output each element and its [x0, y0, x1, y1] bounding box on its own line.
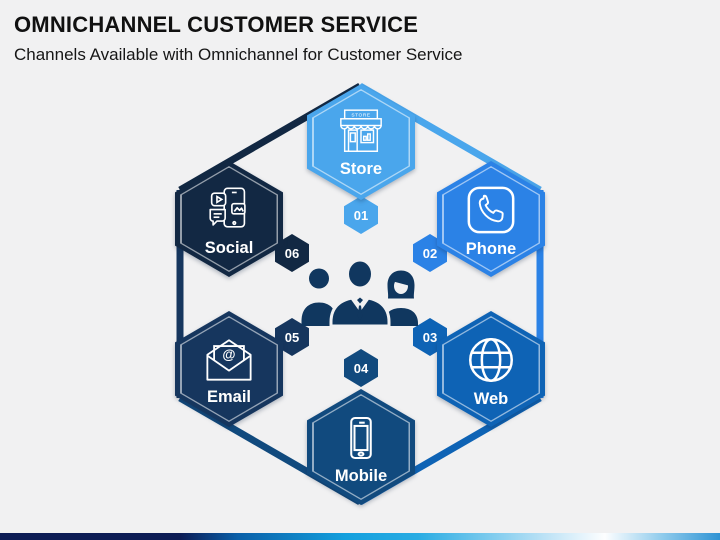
- svg-text:@: @: [222, 347, 235, 362]
- channel-label-phone: Phone: [465, 240, 517, 258]
- channel-label-web: Web: [473, 390, 509, 408]
- storefront-icon: STORE: [340, 109, 382, 152]
- customers-people-icon: [301, 258, 418, 326]
- slide-header: OMNICHANNEL CUSTOMER SERVICE Channels Av…: [14, 12, 463, 65]
- channel-label-email: Email: [206, 388, 252, 406]
- step-number: 06: [284, 245, 300, 261]
- channel-hex-store: STORE Store: [307, 84, 415, 200]
- channel-hex-mobile: Mobile: [307, 389, 415, 505]
- globe-icon: [469, 338, 513, 382]
- channel-label-social: Social: [204, 239, 254, 257]
- slide-subtitle: Channels Available with Omnichannel for …: [14, 45, 463, 64]
- open-envelope-icon: @: [206, 339, 252, 381]
- footer-accent-bar: [0, 533, 720, 540]
- smartphone-icon: [350, 417, 372, 459]
- svg-text:STORE: STORE: [351, 113, 370, 119]
- social-chat-icon: [209, 187, 246, 228]
- channel-hex-social: Social: [175, 161, 283, 277]
- channel-hex-phone: Phone: [437, 161, 545, 277]
- slide-title: OMNICHANNEL CUSTOMER SERVICE: [14, 12, 419, 37]
- channel-hex-web: Web: [437, 311, 545, 427]
- step-number: 01: [353, 207, 369, 223]
- phone-handset-icon: [467, 186, 515, 234]
- step-number: 04: [353, 360, 369, 376]
- step-number: 03: [422, 329, 438, 345]
- step-number: 02: [422, 245, 438, 261]
- channel-label-mobile: Mobile: [334, 467, 388, 485]
- channel-hex-email: @ Email: [175, 311, 283, 427]
- channel-label-store: Store: [339, 160, 383, 178]
- step-number: 05: [284, 329, 300, 345]
